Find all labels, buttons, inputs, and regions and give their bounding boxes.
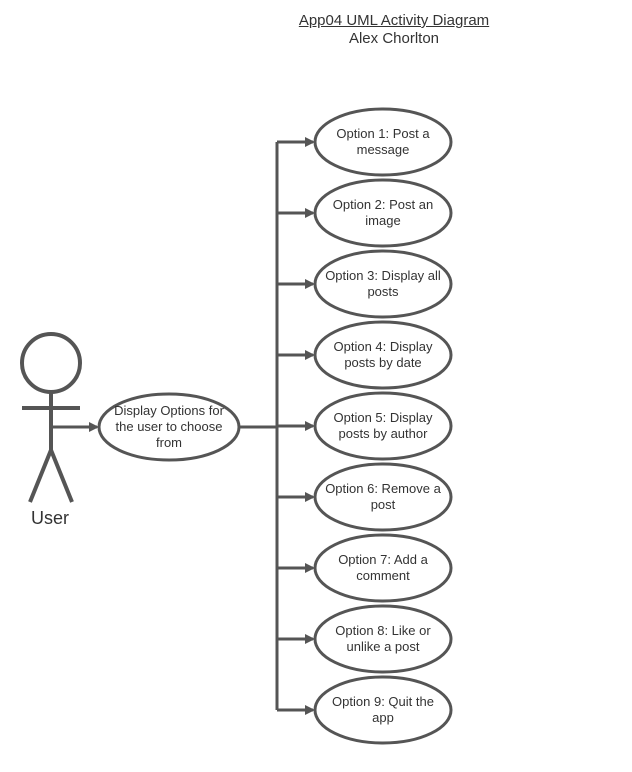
option-9-ellipse [313,675,453,745]
diagram-title-block: App04 UML Activity Diagram Alex Chorlton [294,12,494,48]
start-node-label: Display Options for the user to choose f… [114,403,224,450]
option-5-label: Option 5: Display posts by author [333,410,433,441]
diagram-title: App04 UML Activity Diagram [298,12,490,29]
option-9-label: Option 9: Quit the app [332,694,434,725]
stick-figure-icon [20,332,82,503]
option-4-label: Option 4: Display posts by date [333,339,433,370]
option-2-ellipse [313,178,453,248]
option-3-label: Option 3: Display all posts [325,268,441,299]
option-1-ellipse [313,107,453,177]
option-8-label: Option 8: Like or unlike a post [335,623,431,654]
option-5-ellipse [313,391,453,461]
option-6-label: Option 6: Remove a post [325,481,441,512]
diagram-author: Alex Chorlton [348,30,440,47]
option-8-ellipse [313,604,453,674]
option-7-label: Option 7: Add a comment [338,552,428,583]
option-2-label: Option 2: Post an image [332,197,434,228]
option-6-ellipse [313,462,453,532]
actor-label: User [30,508,69,528]
option-1-label: Option 1: Post a message [336,126,430,157]
option-4-ellipse [313,320,453,390]
option-7-ellipse [313,533,453,603]
option-3-ellipse [313,249,453,319]
